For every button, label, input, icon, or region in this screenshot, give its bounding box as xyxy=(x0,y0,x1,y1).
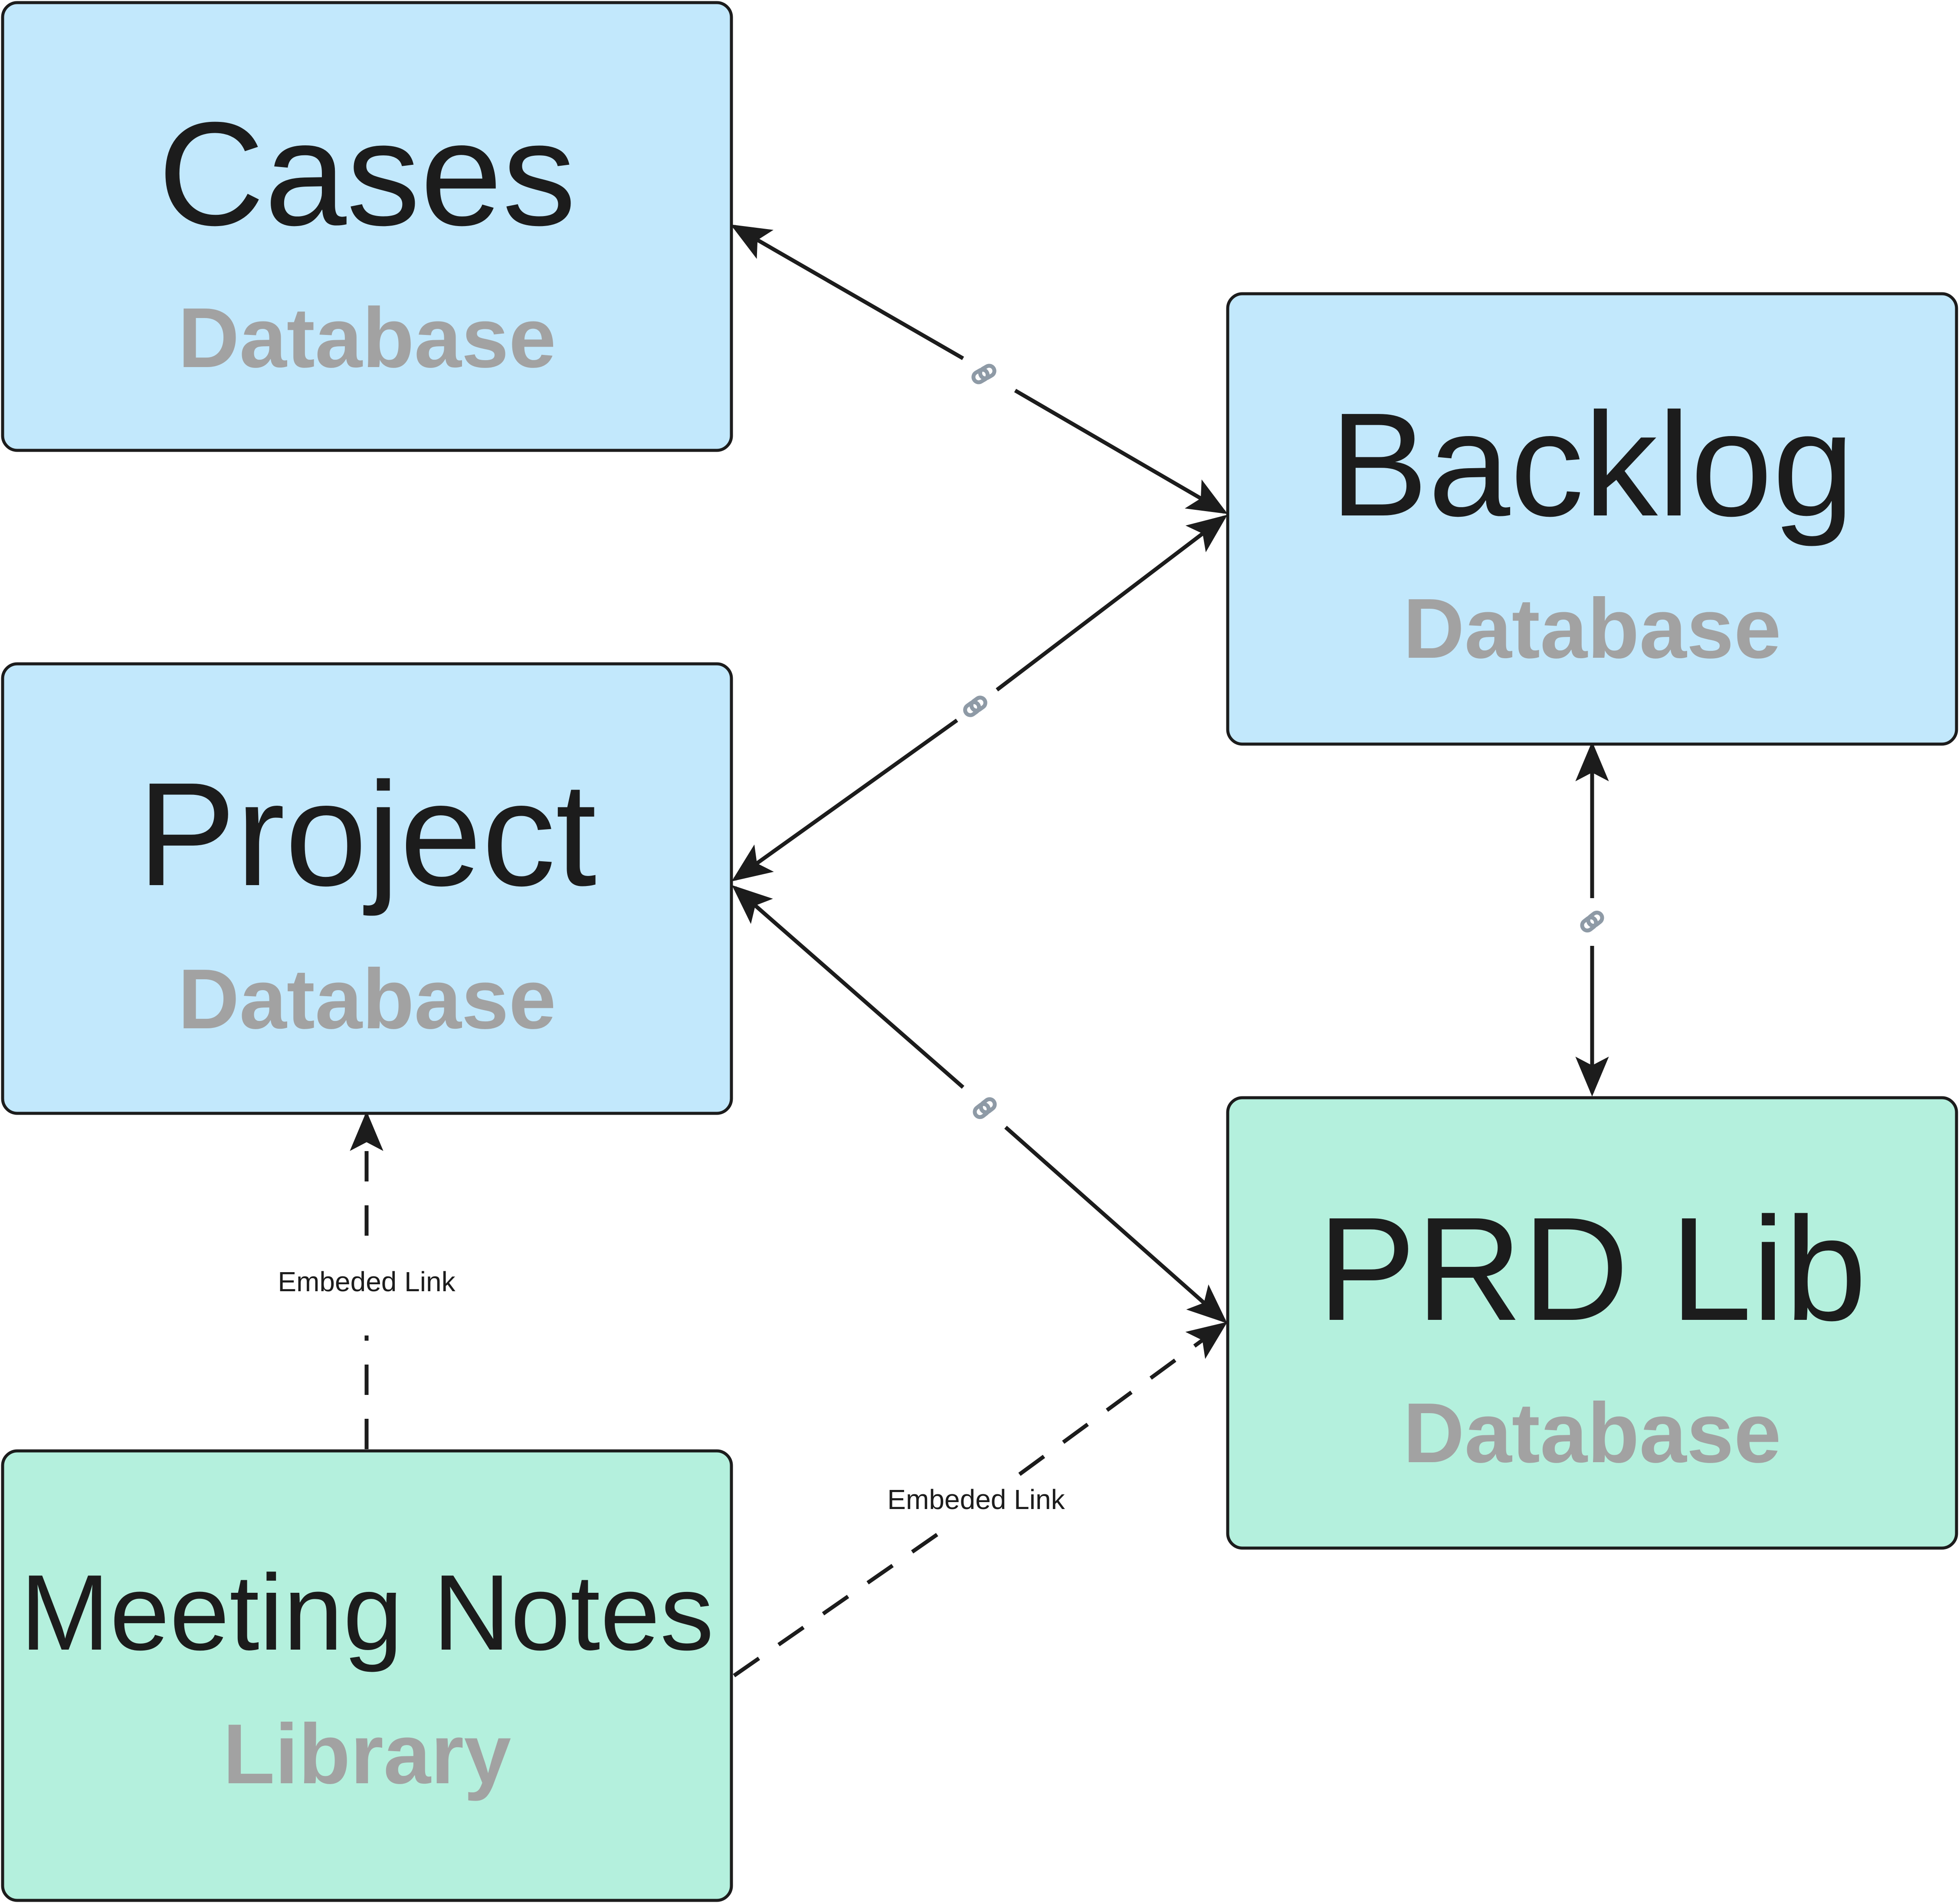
edge-backlog-prd[interactable] xyxy=(1575,741,1609,1097)
node-subtitle: Database xyxy=(1403,581,1781,676)
link-icon xyxy=(963,696,987,717)
node-title: Meeting Notes xyxy=(20,1552,714,1673)
node-title: Project xyxy=(138,752,597,917)
edge-meeting-project[interactable]: Embeded Link xyxy=(278,1111,456,1449)
node-subtitle: Database xyxy=(178,952,556,1047)
edge-label: Embeded Link xyxy=(278,1266,456,1297)
node-title: PRD Lib xyxy=(1318,1187,1867,1352)
edge-meeting-prd[interactable]: Embeded Link xyxy=(733,1322,1228,1677)
edge-project-backlog[interactable] xyxy=(731,515,1228,882)
node-subtitle: Database xyxy=(1403,1385,1781,1480)
edge-label: Embeded Link xyxy=(887,1484,1065,1515)
edge-cases-backlog[interactable] xyxy=(731,224,1228,514)
node-title: Cases xyxy=(158,92,576,256)
node-title: Backlog xyxy=(1330,382,1855,548)
link-icon xyxy=(971,364,996,384)
edge-project-prd[interactable] xyxy=(732,885,1227,1324)
node-cases[interactable]: Cases Database xyxy=(1,1,733,452)
node-project[interactable]: Project Database xyxy=(1,662,733,1115)
node-backlog[interactable]: Backlog Database xyxy=(1226,292,1958,746)
link-icon xyxy=(973,1097,997,1119)
node-meeting-notes[interactable]: Meeting Notes Library xyxy=(1,1449,733,1902)
node-subtitle: Database xyxy=(178,290,556,385)
node-subtitle: Library xyxy=(223,1706,511,1801)
link-icon xyxy=(1580,911,1604,933)
node-prd-lib[interactable]: PRD Lib Database xyxy=(1226,1096,1958,1550)
